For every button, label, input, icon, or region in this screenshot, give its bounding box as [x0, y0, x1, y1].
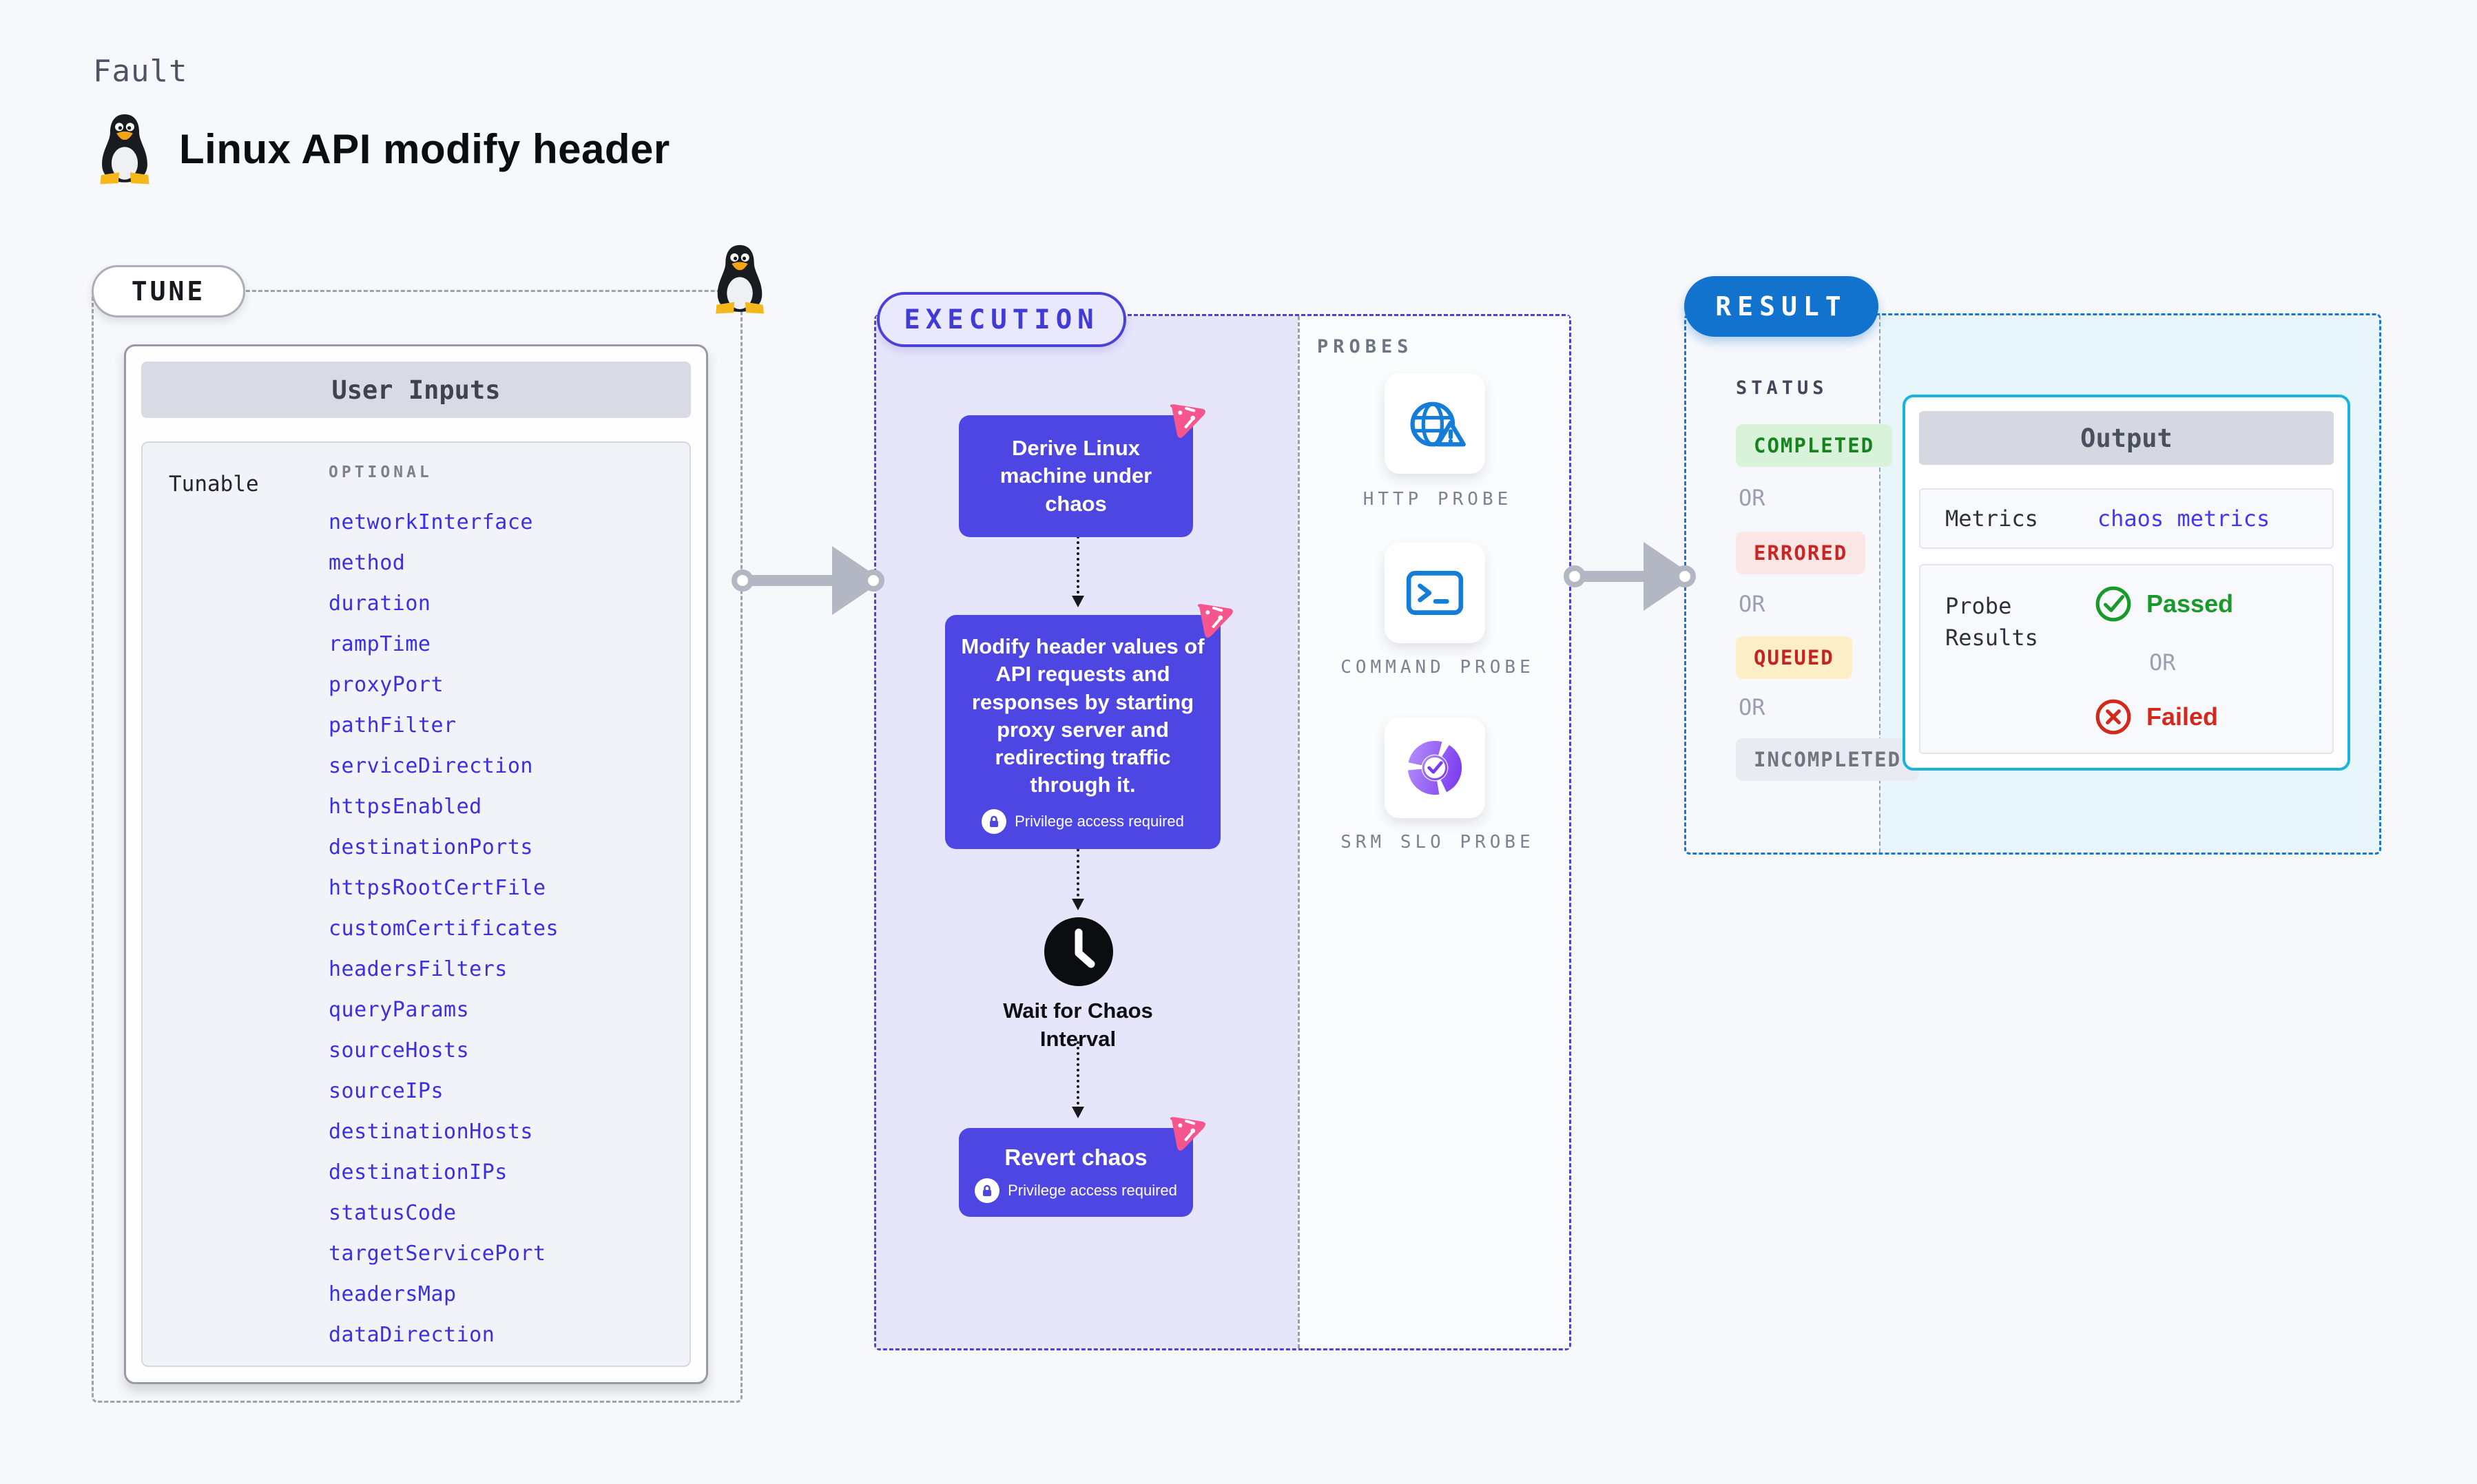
arrow-end-dot	[1674, 565, 1696, 587]
probe-result-passed: Passed	[2094, 585, 2233, 623]
param-link-httpsRootCertFile[interactable]: httpsRootCertFile	[329, 876, 546, 900]
privilege-label: Privilege access required	[1015, 812, 1184, 830]
param-link-targetServicePort[interactable]: targetServicePort	[329, 1242, 546, 1266]
command-probe-label: COMMAND PROBE	[1340, 657, 1535, 678]
chaos-triangle-badge-icon	[1196, 595, 1239, 640]
param-link-networkInterface[interactable]: networkInterface	[329, 510, 533, 534]
param-link-sourceIPs[interactable]: sourceIPs	[329, 1079, 444, 1103]
or-label: OR	[1739, 485, 1765, 511]
param-link-pathFilter[interactable]: pathFilter	[329, 713, 457, 738]
status-label: STATUS	[1736, 377, 1828, 399]
http-probe-label: HTTP PROBE	[1362, 489, 1513, 510]
param-link-rampTime[interactable]: rampTime	[329, 632, 431, 656]
privilege-row: Privilege access required	[971, 1178, 1181, 1203]
flow-arrow-3	[1072, 1041, 1084, 1118]
privilege-label: Privilege access required	[1008, 1181, 1177, 1199]
param-link-destinationIPs[interactable]: destinationIPs	[329, 1160, 508, 1184]
chaos-triangle-badge-icon	[1168, 395, 1212, 440]
step-revert-text: Revert chaos	[1004, 1145, 1148, 1170]
step-modify-header: Modify header values of API requests and…	[945, 595, 1239, 849]
http-probe-card	[1385, 373, 1485, 474]
metrics-row: Metrics chaos metrics	[1919, 488, 2334, 549]
srm-slo-probe-card	[1385, 718, 1485, 818]
param-link-customCertificates[interactable]: customCertificates	[329, 917, 559, 941]
output-card: Output Metrics chaos metrics Probe Resul…	[1903, 395, 2350, 771]
arrow-end-dot	[862, 569, 884, 592]
param-link-proxyPort[interactable]: proxyPort	[329, 673, 444, 697]
user-inputs-header: User Inputs	[141, 362, 691, 418]
status-badge-completed: COMPLETED	[1736, 424, 1893, 467]
param-link-sourceHosts[interactable]: sourceHosts	[329, 1038, 470, 1063]
status-badge-errored: ERRORED	[1736, 532, 1866, 574]
execution-pill: EXECUTION	[877, 292, 1126, 347]
tune-pill: TUNE	[92, 265, 245, 317]
fault-kind-label: Fault	[93, 54, 188, 89]
x-circle-icon	[2094, 698, 2133, 736]
chaos-triangle-badge-icon	[1168, 1108, 1212, 1153]
optional-label: OPTIONAL	[329, 463, 433, 481]
page-title: Linux API modify header	[179, 125, 670, 172]
probes-label: PROBES	[1317, 336, 1413, 357]
arrow-shaft	[750, 575, 836, 586]
or-label: OR	[1739, 591, 1765, 617]
probe-results-label: Probe Results	[1945, 593, 2038, 651]
tune-section-frame	[92, 290, 743, 1403]
privilege-row: Privilege access required	[959, 808, 1207, 834]
param-link-destinationPorts[interactable]: destinationPorts	[329, 835, 533, 859]
result-pill: RESULT	[1684, 276, 1878, 337]
arrow-shaft	[1582, 571, 1647, 582]
param-link-dataDirection[interactable]: dataDirection	[329, 1323, 495, 1347]
lock-icon	[975, 1178, 1000, 1203]
flow-arrow-1	[1072, 530, 1084, 607]
tune-to-execution-arrow	[732, 546, 884, 615]
wait-step-label: Wait for Chaos Interval	[1003, 999, 1153, 1051]
probe-result-failed: Failed	[2094, 698, 2218, 736]
param-link-method[interactable]: method	[329, 551, 406, 575]
lock-icon	[982, 808, 1007, 834]
srm-slo-probe-label: SRM SLO PROBE	[1340, 832, 1535, 853]
command-probe-card	[1385, 543, 1485, 643]
tunables-panel: Tunable OPTIONAL networkInterface method…	[141, 441, 691, 1367]
flow-arrow-2	[1072, 832, 1084, 910]
param-link-destinationHosts[interactable]: destinationHosts	[329, 1120, 533, 1144]
param-link-httpsEnabled[interactable]: httpsEnabled	[329, 795, 482, 819]
probes-panel-background	[1298, 316, 1569, 1348]
tunable-label: Tunable	[169, 472, 259, 497]
step-modify-text: Modify header values of API requests and…	[961, 634, 1205, 797]
tux-penguin-corner-icon	[716, 244, 764, 314]
param-link-headersFilters[interactable]: headersFilters	[329, 957, 508, 981]
or-label: OR	[1739, 694, 1765, 720]
tunable-param-list: networkInterface method duration rampTim…	[329, 502, 559, 1355]
terminal-icon	[1403, 562, 1466, 624]
donut-check-icon	[1402, 735, 1467, 800]
output-header: Output	[1919, 411, 2334, 465]
probe-results-row: Probe Results Passed OR Failed	[1919, 564, 2334, 754]
clock-icon	[1043, 916, 1115, 987]
globe-alert-icon	[1402, 395, 1467, 452]
title-row: Linux API modify header	[96, 112, 670, 186]
or-label: OR	[2149, 649, 2176, 676]
chaos-metrics-link[interactable]: chaos metrics	[2097, 505, 2270, 532]
param-link-serviceDirection[interactable]: serviceDirection	[329, 754, 533, 778]
status-badge-incompleted: INCOMPLETED	[1736, 738, 1920, 781]
metrics-label: Metrics	[1945, 505, 2038, 532]
status-badge-queued: QUEUED	[1736, 636, 1852, 679]
failed-label: Failed	[2146, 702, 2219, 731]
step-revert-chaos: Revert chaos Privilege access required	[959, 1108, 1212, 1217]
check-circle-icon	[2094, 585, 2133, 623]
execution-to-result-arrow	[1564, 542, 1696, 611]
tux-penguin-icon	[100, 114, 149, 185]
param-link-queryParams[interactable]: queryParams	[329, 998, 470, 1022]
param-link-duration[interactable]: duration	[329, 592, 431, 616]
step-derive-text: Derive Linux machine under chaos	[999, 436, 1152, 516]
user-inputs-card: User Inputs Tunable OPTIONAL networkInte…	[124, 344, 708, 1384]
passed-label: Passed	[2146, 589, 2234, 618]
param-link-headersMap[interactable]: headersMap	[329, 1282, 457, 1306]
step-derive-machine: Derive Linux machine under chaos	[959, 395, 1212, 537]
param-link-statusCode[interactable]: statusCode	[329, 1201, 457, 1225]
